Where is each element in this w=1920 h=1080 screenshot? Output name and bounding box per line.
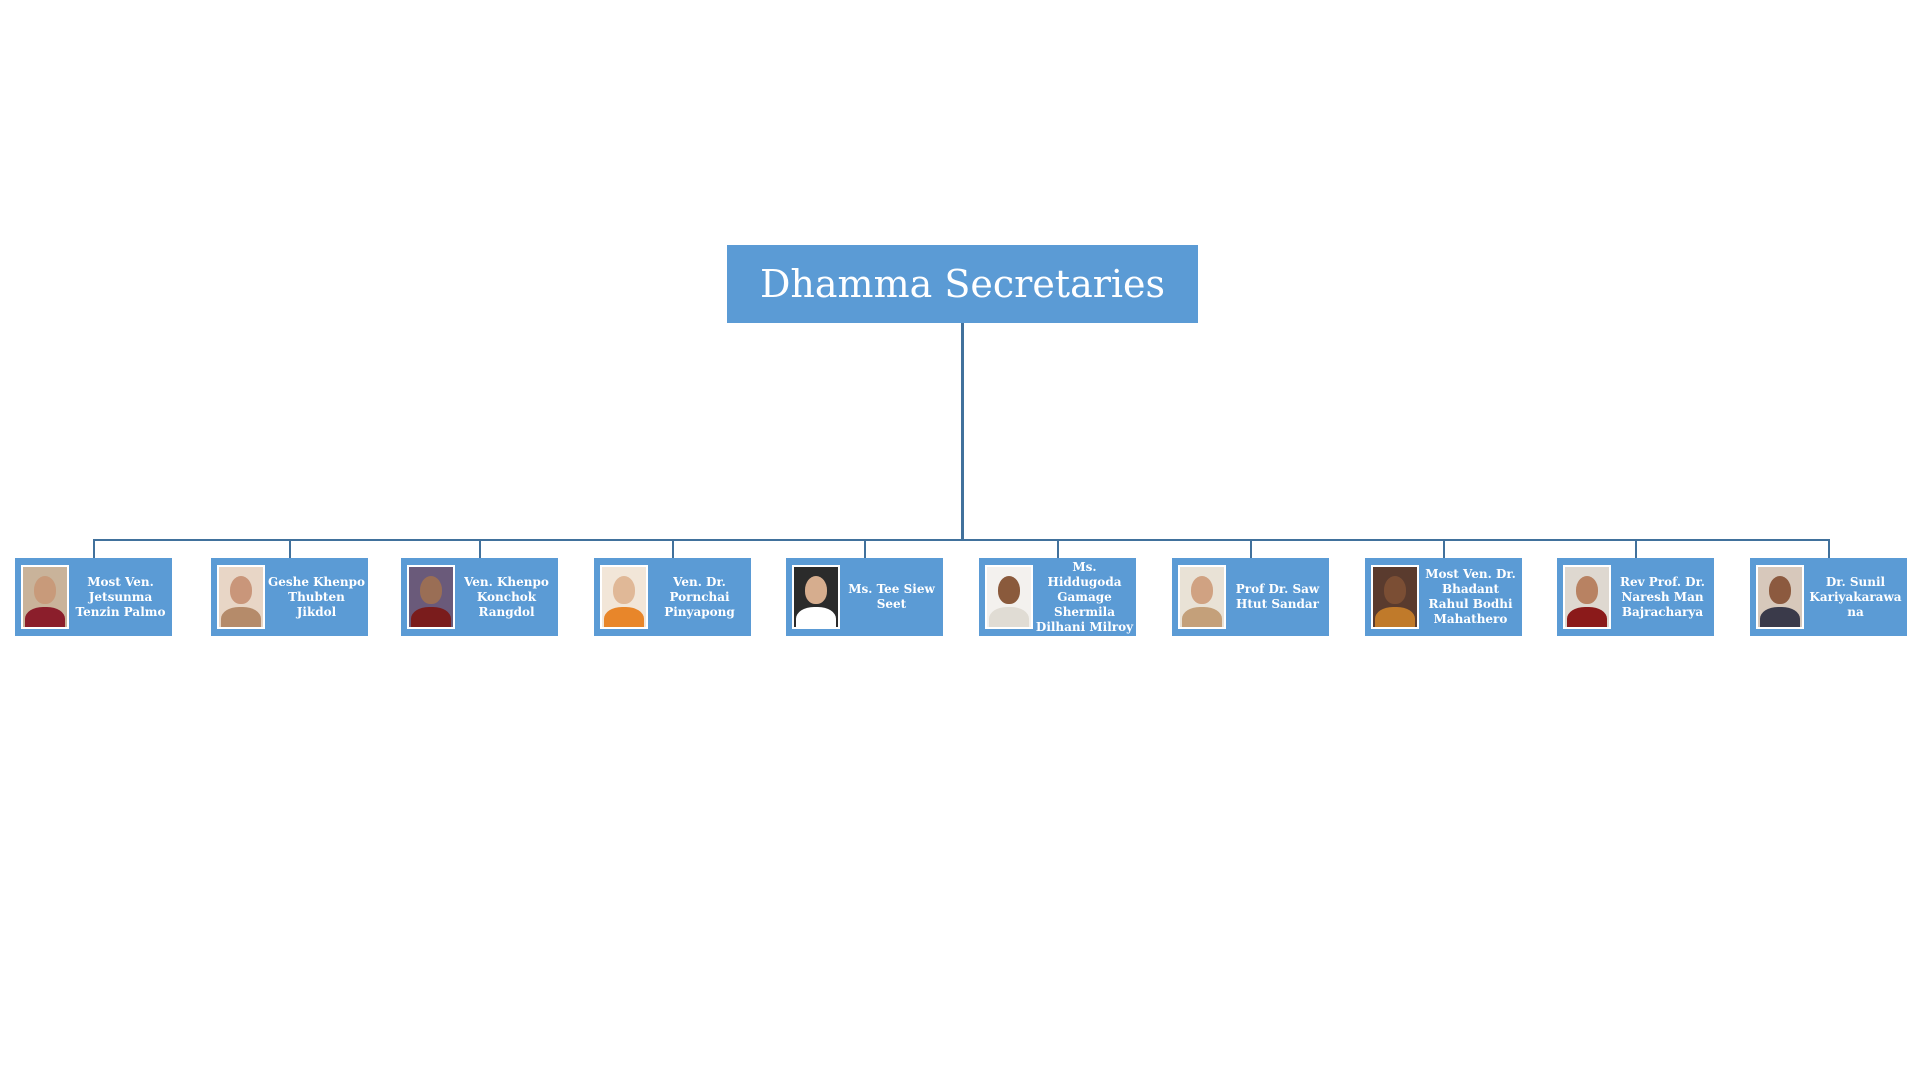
photo-robe xyxy=(604,607,644,627)
member-connector xyxy=(1634,539,1637,558)
member-name: Ven. Khenpo Konchok Rangdol xyxy=(464,574,549,619)
photo-robe xyxy=(221,607,261,627)
member-connector xyxy=(863,539,866,558)
member-node: Ven. Dr. Pornchai Pinyapong xyxy=(594,558,751,636)
photo-robe xyxy=(796,607,836,627)
photo-robe xyxy=(1760,607,1800,627)
photo-face xyxy=(34,576,56,604)
member-connector xyxy=(1827,539,1830,558)
member-name: Ms. Tee Siew Seet xyxy=(848,582,935,611)
photo-robe xyxy=(1375,607,1415,627)
bus-connector xyxy=(93,539,1830,541)
member-name: Ven. Dr. Pornchai Pinyapong xyxy=(664,574,735,619)
photo-face xyxy=(613,576,635,604)
member-photo xyxy=(1563,565,1611,629)
member-name: Most Ven. Jetsunma Tenzin Palmo xyxy=(75,574,166,619)
root-title: Dhamma Secretaries xyxy=(759,262,1166,306)
member-name: Dr. Sunil Kariyakarawana xyxy=(1809,574,1902,619)
member-photo xyxy=(21,565,69,629)
member-photo xyxy=(1756,565,1804,629)
member-photo xyxy=(985,565,1033,629)
member-node: Ven. Khenpo Konchok Rangdol xyxy=(401,558,558,636)
member-connector xyxy=(1056,539,1059,558)
photo-face xyxy=(1576,576,1598,604)
member-node: Most Ven. Dr. Bhadant Rahul Bodhi Mahath… xyxy=(1365,558,1522,636)
member-name: Geshe Khenpo Thubten Jikdol xyxy=(267,574,366,619)
photo-face xyxy=(1384,576,1406,604)
member-name: Prof Dr. Saw Htut Sandar xyxy=(1235,582,1320,611)
member-node: Prof Dr. Saw Htut Sandar xyxy=(1172,558,1329,636)
member-name: Ms. Hiddugoda Gamage Shermila Dilhani Mi… xyxy=(1035,559,1134,634)
member-node: Ms. Hiddugoda Gamage Shermila Dilhani Mi… xyxy=(979,558,1136,636)
member-node: Ms. Tee Siew Seet xyxy=(786,558,943,636)
photo-robe xyxy=(25,607,65,627)
photo-face xyxy=(230,576,252,604)
member-connector xyxy=(478,539,481,558)
member-photo xyxy=(1371,565,1419,629)
member-photo xyxy=(1178,565,1226,629)
member-photo xyxy=(407,565,455,629)
photo-robe xyxy=(1182,607,1222,627)
photo-robe xyxy=(411,607,451,627)
member-node: Geshe Khenpo Thubten Jikdol xyxy=(211,558,368,636)
member-connector xyxy=(288,539,291,558)
member-photo xyxy=(600,565,648,629)
member-photo xyxy=(792,565,840,629)
member-node: Most Ven. Jetsunma Tenzin Palmo xyxy=(15,558,172,636)
photo-face xyxy=(420,576,442,604)
member-connector xyxy=(671,539,674,558)
member-node: Dr. Sunil Kariyakarawana xyxy=(1750,558,1907,636)
photo-face xyxy=(1191,576,1213,604)
photo-face xyxy=(805,576,827,604)
member-connector xyxy=(1442,539,1445,558)
photo-robe xyxy=(989,607,1029,627)
member-name: Rev Prof. Dr. Naresh Man Bajracharya xyxy=(1619,574,1705,619)
photo-face xyxy=(998,576,1020,604)
trunk-connector xyxy=(961,323,964,541)
member-connector xyxy=(92,539,95,558)
photo-robe xyxy=(1567,607,1607,627)
member-node: Rev Prof. Dr. Naresh Man Bajracharya xyxy=(1557,558,1714,636)
photo-face xyxy=(1769,576,1791,604)
root-node: Dhamma Secretaries xyxy=(727,245,1198,323)
member-connector xyxy=(1249,539,1252,558)
member-name: Most Ven. Dr. Bhadant Rahul Bodhi Mahath… xyxy=(1425,567,1516,626)
member-photo xyxy=(217,565,265,629)
